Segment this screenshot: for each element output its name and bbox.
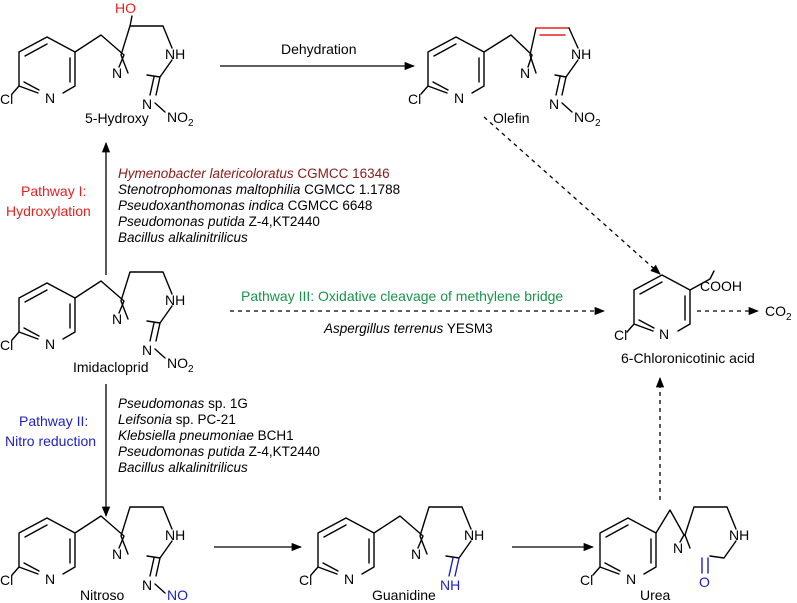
n-atom: N <box>344 571 354 587</box>
cl-atom: Cl <box>614 327 627 343</box>
n-atom: N <box>520 65 530 81</box>
n-atom: N <box>142 96 152 112</box>
cl-atom: Cl <box>0 337 13 353</box>
nitroso-structure: Cl N N NH N NO Nitroso <box>0 506 188 603</box>
label-dehydration: Dehydration <box>281 41 357 57</box>
cl-atom: Cl <box>408 91 421 107</box>
olefin-to-cna-arrow <box>483 116 661 275</box>
carbonyl-o: O <box>699 574 710 590</box>
organism-5: Bacillus alkalinitrilicus <box>118 230 248 245</box>
label-urea: Urea <box>640 587 671 603</box>
n-atom: N <box>659 326 669 342</box>
imidacloprid-structure: Cl N N NH N NO2 Imidacloprid <box>0 271 194 375</box>
nh-atom: NH <box>165 292 185 308</box>
no2-group: NO2 <box>167 355 194 375</box>
organism-7: Leifsonia sp. PC-21 <box>118 412 236 427</box>
cl-atom: Cl <box>0 572 13 588</box>
chloronicotinic-structure: Cl N COOH 6-Chloronicotinic acid <box>614 270 755 366</box>
no-group: NO <box>167 587 188 603</box>
organism-aspergillus: Aspergillus terrenus YESM3 <box>323 321 493 336</box>
n-atom: N <box>142 342 152 358</box>
nh-atom: NH <box>571 46 591 62</box>
organism-3: Pseudoxanthomonas indica CGMCC 6648 <box>118 198 372 213</box>
pathway2-organisms: Pseudomonas sp. 1G Leifsonia sp. PC-21 K… <box>118 396 320 475</box>
label-hydroxy: 5-Hydroxy <box>85 110 149 126</box>
nh-atom: NH <box>165 46 185 62</box>
n-atom: N <box>549 96 559 112</box>
label-pathway2-line1: Pathway II: <box>19 413 88 429</box>
imine-nh: NH <box>440 577 460 593</box>
n-atom: N <box>411 546 421 562</box>
label-pathway1-line1: Pathway I: <box>21 183 86 199</box>
n-atom: N <box>45 90 55 106</box>
cl-atom: Cl <box>299 572 312 588</box>
label-pathway1-line2: Hydroxylation <box>6 203 91 219</box>
n-atom: N <box>112 311 122 327</box>
no2-group: NO2 <box>574 109 601 129</box>
label-nitroso: Nitroso <box>80 587 125 603</box>
n-atom: N <box>454 90 464 106</box>
ho-atom: HO <box>115 0 136 16</box>
n-atom: N <box>673 540 683 556</box>
pathway1-organisms: Hymenobacter latericoloratus CGMCC 16346… <box>118 166 400 245</box>
label-pathway2-line2: Nitro reduction <box>5 433 96 449</box>
cl-atom: Cl <box>580 572 593 588</box>
label-imidacloprid: Imidacloprid <box>73 359 148 375</box>
organism-6: Pseudomonas sp. 1G <box>118 396 248 411</box>
label-olefin: Olefin <box>493 110 530 126</box>
organism-1: Hymenobacter latericoloratus CGMCC 16346 <box>118 166 390 181</box>
n-atom: N <box>142 577 152 593</box>
organism-8: Klebsiella pneumoniae BCH1 <box>118 428 294 443</box>
label-pathway3: Pathway III: Oxidative cleavage of methy… <box>241 288 563 304</box>
label-guanidine: Guanidine <box>372 587 436 603</box>
n-atom: N <box>112 65 122 81</box>
organism-4: Pseudomonas putida Z-4,KT2440 <box>118 214 320 229</box>
n-atom: N <box>112 546 122 562</box>
guanidine-structure: Cl N N NH NH Guanidine <box>299 506 484 603</box>
n-atom: N <box>45 336 55 352</box>
olefin-structure: Cl N N NH N NO2 Olefin <box>408 27 601 129</box>
nh-atom: NH <box>729 527 749 543</box>
n-atom: N <box>626 571 636 587</box>
n-atom: N <box>45 571 55 587</box>
urea-structure: Cl N N NH O Urea <box>580 506 749 603</box>
organism-2: Stenotrophomonas maltophilia CGMCC 1.178… <box>118 182 400 197</box>
cl-atom: Cl <box>0 91 13 107</box>
cooh-group: COOH <box>700 278 742 294</box>
hydroxy-structure: Cl N N NH N NO2 HO 5-Hydroxy <box>0 0 194 129</box>
nh-atom: NH <box>464 527 484 543</box>
organism-10: Bacillus alkalinitrilicus <box>118 460 248 475</box>
label-chloronicotinic: 6-Chloronicotinic acid <box>621 350 755 366</box>
co2-label: CO2 <box>765 303 792 323</box>
organism-9: Pseudomonas putida Z-4,KT2440 <box>118 444 320 459</box>
no2-group: NO2 <box>167 109 194 129</box>
nh-atom: NH <box>165 527 185 543</box>
